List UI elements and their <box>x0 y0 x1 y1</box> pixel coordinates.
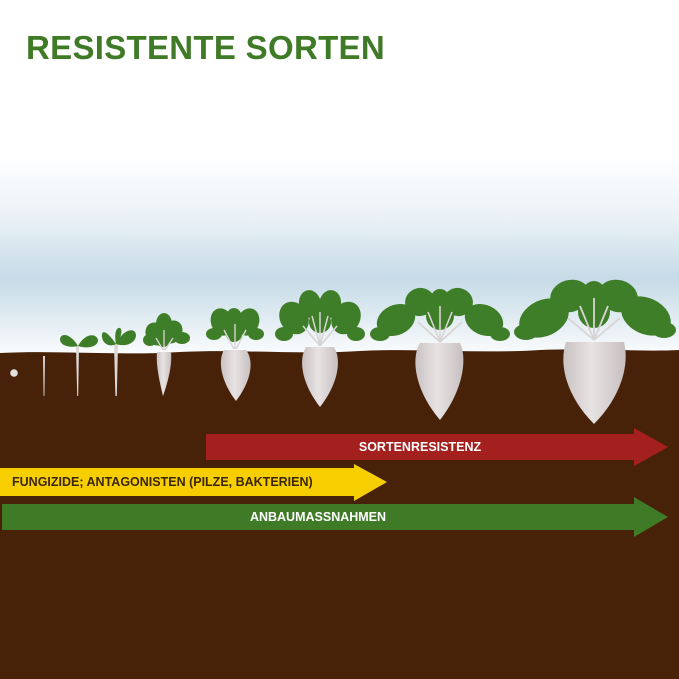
seed-icon <box>10 369 18 377</box>
fungizide-label: FUNGIZIDE; ANTAGONISTEN (PILZE, BAKTERIE… <box>12 474 313 490</box>
sortenresistenz-label: SORTENRESISTENZ <box>206 439 634 455</box>
stage-seed <box>10 369 18 377</box>
anbaumassnahmen-label: ANBAUMASSNAHMEN <box>2 509 634 525</box>
page-title: RESISTENTE SORTEN <box>26 28 385 68</box>
